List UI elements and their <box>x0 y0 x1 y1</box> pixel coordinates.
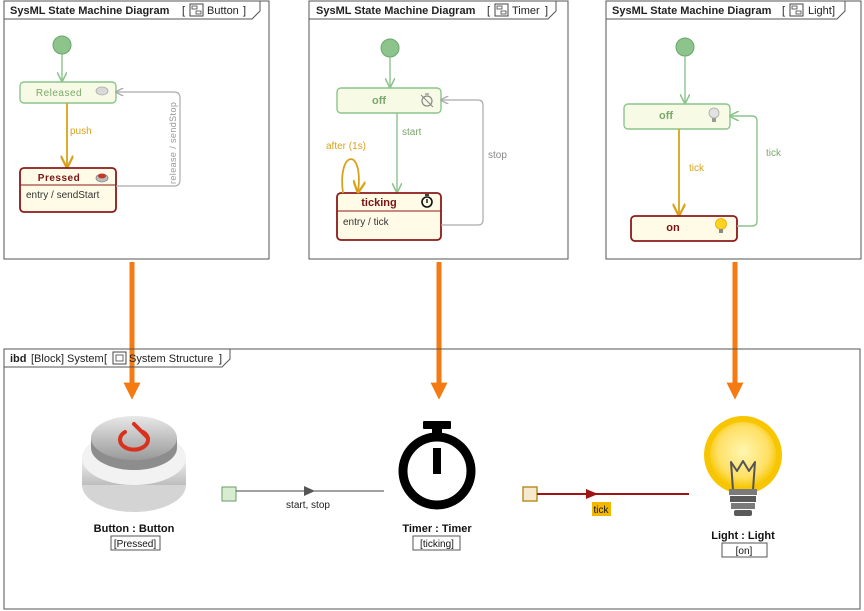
transition-label-push: push <box>70 126 92 137</box>
state-box <box>19 167 117 213</box>
part-state: [ticking] <box>420 539 454 550</box>
part-label: Button : Button <box>94 523 175 535</box>
frame-bracket-close: ] <box>219 353 222 365</box>
part-timer[interactable]: Timer : Timer [ticking] <box>398 421 476 551</box>
state-entry-action: entry / tick <box>343 217 390 228</box>
stopwatch-icon <box>421 194 433 208</box>
part-state-box <box>721 542 768 558</box>
frame-border <box>3 348 861 610</box>
button-released-icon <box>95 86 109 96</box>
state-box <box>336 87 442 114</box>
state-label: off <box>372 95 386 107</box>
ibd-diagram-icon <box>112 351 127 365</box>
state-label: on <box>666 222 680 234</box>
frame-bracket-open: [ <box>182 5 185 17</box>
transition-label-tick-inactive: tick <box>766 148 782 159</box>
light-bulb-icon <box>704 416 782 516</box>
frame-border <box>3 0 270 260</box>
transition-label-after: after (1s) <box>326 141 366 152</box>
flow-arrow-icon <box>586 489 598 499</box>
frame-kind: [Block] <box>31 353 64 365</box>
state-machine-frame-light: SysML State Machine Diagram [ Light ] of… <box>605 0 862 260</box>
state-machine-icon <box>789 3 804 17</box>
state-machine-frame-timer: SysML State Machine Diagram [ Timer ] of… <box>308 0 569 260</box>
transition-label-stop: stop <box>488 150 507 161</box>
state-box <box>630 215 738 242</box>
connector-label: tick <box>594 505 610 516</box>
frame-tab <box>4 1 261 20</box>
connector-label: start, stop <box>286 500 330 511</box>
frame-bracket-open: [ <box>104 353 107 365</box>
tick-badge <box>592 502 611 516</box>
state-machine-icon <box>189 3 204 17</box>
bulb-on-icon <box>715 218 727 233</box>
part-light[interactable]: Light : Light [on] <box>704 416 782 558</box>
frame-bracket-close: ] <box>243 5 246 17</box>
state-label: Released <box>36 88 82 99</box>
frame-tab <box>4 349 231 368</box>
initial-state[interactable] <box>52 35 72 55</box>
frame-bracket-close: ] <box>832 5 835 17</box>
connector-timer-light[interactable]: tick <box>522 486 689 516</box>
frame-diagram-name: System Structure <box>129 353 213 365</box>
transition-tick-off[interactable] <box>730 116 758 227</box>
transition-stop[interactable] <box>441 100 484 226</box>
frame-bracket-open: [ <box>782 5 785 17</box>
frame-context: Light <box>808 5 832 17</box>
transition-after[interactable] <box>341 158 359 193</box>
frame-tab <box>309 1 557 20</box>
state-machine-icon <box>494 3 509 17</box>
state-released[interactable]: Released <box>19 81 117 104</box>
transition-label-start: start <box>402 127 422 138</box>
stopwatch-large-icon <box>398 421 476 510</box>
part-state-box <box>110 535 161 551</box>
port-button-out[interactable] <box>221 486 237 502</box>
part-state: [Pressed] <box>114 539 156 550</box>
state-label: Pressed <box>38 173 80 184</box>
power-button-icon <box>82 416 186 512</box>
frame-context: Timer <box>512 5 540 17</box>
part-state-box <box>412 535 461 551</box>
transition-label-tick-active: tick <box>689 163 705 174</box>
frame-keyword: ibd <box>10 353 27 365</box>
frame-block-name: System <box>67 353 104 365</box>
part-label: Timer : Timer <box>402 523 472 535</box>
state-box <box>336 192 442 241</box>
state-label: off <box>659 110 673 122</box>
frame-title: SysML State Machine Diagram <box>10 5 170 17</box>
frame-title: SysML State Machine Diagram <box>612 5 772 17</box>
flow-arrow-icon <box>304 486 315 496</box>
initial-state[interactable] <box>380 38 400 58</box>
stopwatch-off-icon <box>420 93 434 108</box>
transition-label-release: release / sendStop <box>168 102 178 184</box>
transition-release[interactable] <box>116 92 181 187</box>
part-label: Light : Light <box>711 530 775 542</box>
frame-tab <box>606 1 846 20</box>
frame-bracket-open: [ <box>487 5 490 17</box>
state-pressed[interactable]: Pressed entry / sendStart <box>19 167 117 213</box>
state-entry-action: entry / sendStart <box>26 190 100 201</box>
frame-bracket-close: ] <box>545 5 548 17</box>
initial-state[interactable] <box>675 37 695 57</box>
state-machine-frame-button: SysML State Machine Diagram [ Button ] R… <box>3 0 270 260</box>
frame-context: Button <box>207 5 239 17</box>
state-on[interactable]: on <box>630 215 738 242</box>
part-button[interactable]: Button : Button [Pressed] <box>82 416 186 551</box>
frame-title: SysML State Machine Diagram <box>316 5 476 17</box>
state-off-light[interactable]: off <box>623 103 731 130</box>
ibd-frame: ibd [Block] System [ System Structure ] … <box>3 348 861 610</box>
button-pressed-icon <box>95 173 109 183</box>
port-timer-out[interactable] <box>522 486 538 502</box>
state-off-timer[interactable]: off <box>336 87 442 114</box>
state-ticking[interactable]: ticking entry / tick <box>336 192 442 241</box>
state-label: ticking <box>361 197 396 209</box>
bulb-off-icon <box>708 107 720 122</box>
connector-button-timer[interactable]: start, stop <box>221 486 384 511</box>
part-state: [on] <box>736 546 753 557</box>
